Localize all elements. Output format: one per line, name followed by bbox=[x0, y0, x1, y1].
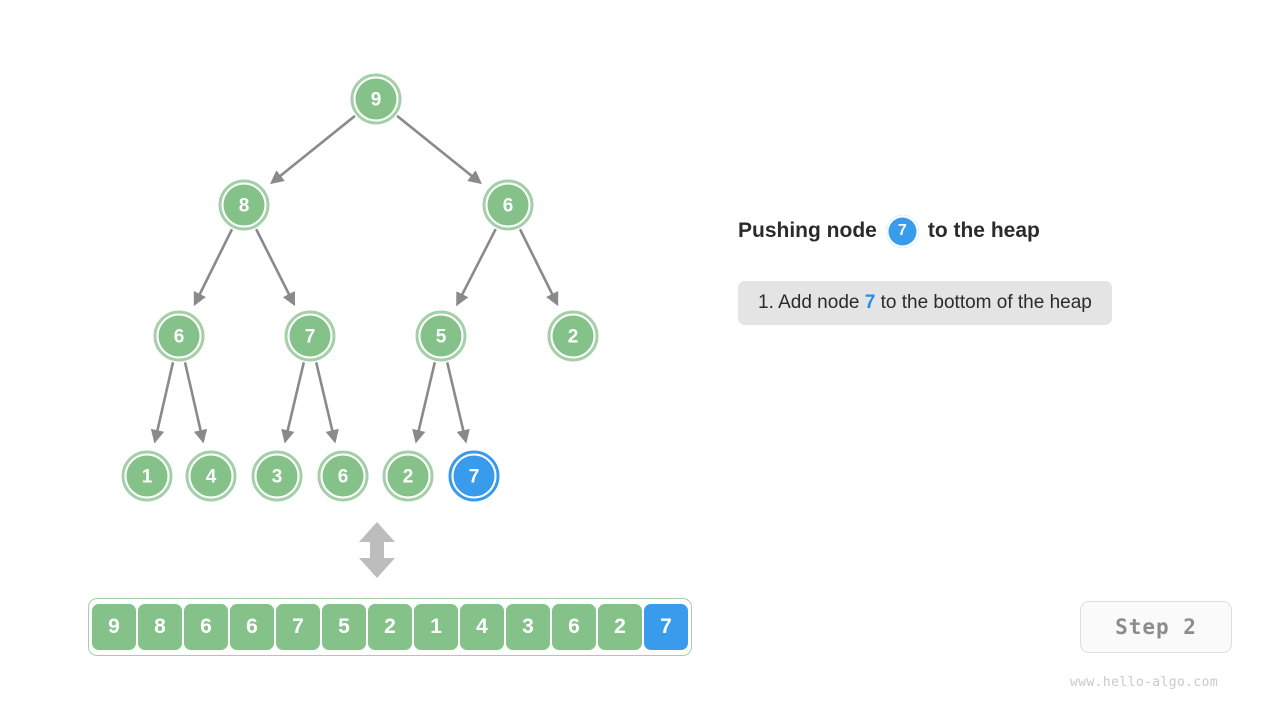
explanation-panel: Pushing node 7 to the heap 1. Add node 7… bbox=[738, 208, 1208, 325]
tree-node-ring bbox=[547, 310, 599, 362]
double-arrow-vertical-icon bbox=[359, 522, 395, 578]
tree-edge bbox=[150, 362, 175, 444]
step-index: 1. bbox=[758, 292, 774, 313]
tree-node-ring bbox=[251, 450, 303, 502]
tree-node-ring bbox=[482, 179, 534, 231]
tree-node[interactable]: 1 bbox=[121, 450, 173, 502]
tree-node[interactable]: 2 bbox=[547, 310, 599, 362]
tree-edge bbox=[254, 228, 295, 307]
tree-node[interactable]: 6 bbox=[317, 450, 369, 502]
panel-title-prefix: Pushing node bbox=[738, 219, 877, 242]
tree-node[interactable]: 7 bbox=[448, 450, 500, 502]
array-cell[interactable]: 4 bbox=[460, 604, 504, 650]
tree-node[interactable]: 2 bbox=[382, 450, 434, 502]
tree-node-ring bbox=[350, 73, 402, 125]
panel-title-suffix: to the heap bbox=[927, 219, 1040, 242]
tree-edge bbox=[456, 228, 497, 307]
tree-node-ring bbox=[121, 450, 173, 502]
tree-edge bbox=[270, 114, 356, 185]
tree-edge bbox=[518, 228, 559, 307]
tree-node-disc bbox=[453, 455, 495, 497]
tree-node-disc bbox=[355, 78, 397, 120]
array-cell[interactable]: 3 bbox=[506, 604, 550, 650]
tree-node-label: 1 bbox=[142, 467, 153, 488]
array-cell[interactable]: 7 bbox=[644, 604, 688, 650]
tree-node-disc bbox=[322, 455, 364, 497]
array-cell[interactable]: 7 bbox=[276, 604, 320, 650]
array-cell[interactable]: 8 bbox=[138, 604, 182, 650]
step-text-before: Add node bbox=[778, 292, 860, 313]
tree-node-label: 6 bbox=[338, 467, 349, 488]
tree-node[interactable]: 6 bbox=[482, 179, 534, 231]
tree-node-label: 7 bbox=[305, 327, 316, 348]
tree-edge bbox=[193, 228, 234, 307]
tree-node[interactable]: 6 bbox=[153, 310, 205, 362]
tree-node-label: 2 bbox=[568, 327, 579, 348]
step-badge: Step 2 bbox=[1080, 601, 1232, 653]
panel-title: Pushing node 7 to the heap bbox=[738, 208, 1208, 254]
array-cell[interactable]: 1 bbox=[414, 604, 458, 650]
tree-node-disc bbox=[190, 455, 232, 497]
tree-node-label: 6 bbox=[174, 327, 185, 348]
tree-node-disc bbox=[126, 455, 168, 497]
tree-node-label: 8 bbox=[239, 196, 250, 217]
step-text-after: to the bottom of the heap bbox=[880, 292, 1092, 313]
tree-node-label: 5 bbox=[436, 327, 447, 348]
tree-node-disc bbox=[223, 184, 265, 226]
tree-node-label: 2 bbox=[403, 467, 414, 488]
tree-node-disc bbox=[256, 455, 298, 497]
tree-node[interactable]: 8 bbox=[218, 179, 270, 231]
binary-heap-tree: 9 8 6 6 7 5 2 1 4 3 6 2 7 bbox=[121, 73, 599, 502]
array-cell[interactable]: 2 bbox=[598, 604, 642, 650]
tree-edge bbox=[396, 114, 482, 185]
tree-node[interactable]: 5 bbox=[415, 310, 467, 362]
tree-node-disc bbox=[387, 455, 429, 497]
tree-node-disc bbox=[487, 184, 529, 226]
array-cell[interactable]: 9 bbox=[92, 604, 136, 650]
array-cell[interactable]: 6 bbox=[184, 604, 228, 650]
tree-node-ring bbox=[317, 450, 369, 502]
tree-node[interactable]: 3 bbox=[251, 450, 303, 502]
tree-node-ring bbox=[284, 310, 336, 362]
tree-node-label: 7 bbox=[469, 467, 480, 488]
tree-node-disc bbox=[158, 315, 200, 357]
panel-title-node-badge: 7 bbox=[885, 214, 919, 248]
tree-node-ring bbox=[185, 450, 237, 502]
tree-node[interactable]: 4 bbox=[185, 450, 237, 502]
tree-nodes: 9 8 6 6 7 5 2 1 4 3 6 2 7 bbox=[121, 73, 599, 502]
array-cell[interactable]: 6 bbox=[552, 604, 596, 650]
array-cell[interactable]: 5 bbox=[322, 604, 366, 650]
tree-node-label: 6 bbox=[503, 196, 514, 217]
tree-edge bbox=[183, 362, 208, 444]
tree-edges bbox=[150, 114, 559, 444]
step-node-value: 7 bbox=[864, 292, 876, 313]
tree-node[interactable]: 9 bbox=[350, 73, 402, 125]
tree-edge bbox=[445, 361, 470, 444]
tree-node-label: 3 bbox=[272, 467, 283, 488]
array-cell[interactable]: 6 bbox=[230, 604, 274, 650]
array-cell[interactable]: 2 bbox=[368, 604, 412, 650]
tree-node-disc bbox=[289, 315, 331, 357]
tree-edge bbox=[281, 361, 306, 444]
watermark: www.hello-algo.com bbox=[1070, 675, 1219, 690]
tree-node-ring bbox=[415, 310, 467, 362]
tree-node-label: 9 bbox=[371, 90, 382, 111]
tree-node-ring bbox=[218, 179, 270, 231]
tree-node-ring bbox=[382, 450, 434, 502]
tree-node-ring bbox=[448, 450, 500, 502]
step-description-box: 1. Add node 7 to the bottom of the heap bbox=[738, 281, 1112, 325]
step-badge-label: Step 2 bbox=[1115, 615, 1197, 639]
tree-node-label: 4 bbox=[206, 467, 217, 488]
tree-node-disc bbox=[420, 315, 462, 357]
tree-node-disc bbox=[552, 315, 594, 357]
tree-node[interactable]: 7 bbox=[284, 310, 336, 362]
tree-node-ring bbox=[153, 310, 205, 362]
tree-edge bbox=[314, 361, 339, 444]
tree-edge bbox=[412, 361, 437, 444]
